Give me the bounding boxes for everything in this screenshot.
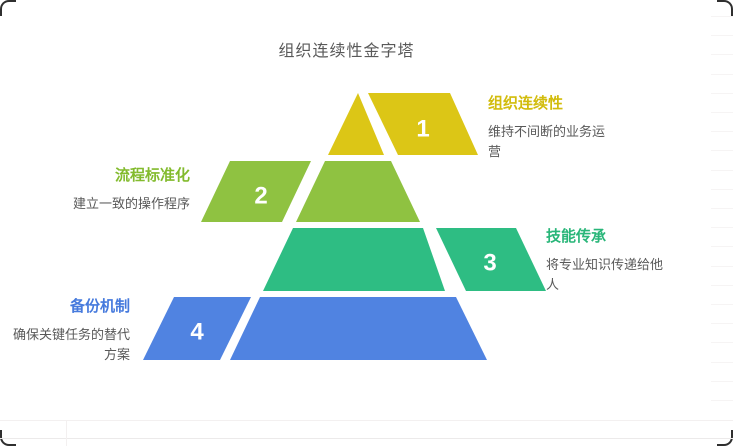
layer-2-label: 流程标准化 建立一致的操作程序 xyxy=(68,167,190,214)
cropped-table-row-line xyxy=(711,400,733,401)
layer-2-label-desc: 建立一致的操作程序 xyxy=(72,196,190,211)
layer-1-label-title: 组织连续性 xyxy=(488,95,564,112)
layer-4-label-desc: 确保关键任务的替代方案 xyxy=(12,327,130,362)
cropped-table-row-line xyxy=(711,35,733,36)
cropped-table-row-line xyxy=(711,362,733,363)
pyramid-layer-2-flyout xyxy=(201,161,311,222)
cropped-table-row-line xyxy=(711,170,733,171)
cropped-table-row-line xyxy=(711,285,733,286)
cropped-table-row-line xyxy=(711,74,733,75)
layer-3-number: 3 xyxy=(483,250,496,277)
layer-4-label: 备份机制 确保关键任务的替代方案 xyxy=(8,298,130,365)
layer-3-label-title: 技能传承 xyxy=(546,228,607,245)
pyramid-layer-3-segment xyxy=(263,228,445,291)
layer-3-label-desc: 将专业知识传递给他人 xyxy=(546,257,664,292)
pyramid-layer-4-flyout xyxy=(143,297,251,360)
cropped-table-row-line xyxy=(711,189,733,190)
page-title: 组织连续性金字塔 xyxy=(278,43,415,60)
cropped-table-row-line xyxy=(711,112,733,113)
pyramid-layer-4-segment xyxy=(230,297,487,360)
card-corner-top-right xyxy=(717,0,733,16)
cropped-table-row-line xyxy=(711,131,733,132)
cropped-table-row-line xyxy=(711,16,733,17)
cropped-table-row-line xyxy=(711,93,733,94)
cropped-table-row-line xyxy=(711,208,733,209)
layer-4-number: 4 xyxy=(190,319,204,346)
layer-2-label-title: 流程标准化 xyxy=(114,167,190,184)
layer-1-label: 组织连续性 维持不间断的业务运营 xyxy=(488,95,610,162)
layer-4-label-title: 备份机制 xyxy=(69,298,130,315)
cropped-table-row-line xyxy=(711,227,733,228)
cropped-table-row-line xyxy=(711,323,733,324)
cropped-table-line xyxy=(0,438,733,439)
layer-3-label: 技能传承 将专业知识传递给他人 xyxy=(546,228,668,295)
cropped-table-row-line xyxy=(711,150,733,151)
layer-1-label-desc: 维持不间断的业务运营 xyxy=(488,124,606,159)
cropped-table-row-line xyxy=(711,246,733,247)
pyramid-layer-3-flyout xyxy=(436,228,546,291)
cropped-table-row-line xyxy=(711,266,733,267)
layer-1-number: 1 xyxy=(416,116,429,143)
pyramid-layer-1-flyout xyxy=(368,93,478,155)
cropped-table-row-line xyxy=(711,304,733,305)
cropped-table-row-line xyxy=(711,381,733,382)
pyramid-layer-2-segment xyxy=(296,161,420,222)
cropped-table-row-line xyxy=(711,342,733,343)
cropped-table-line xyxy=(66,420,67,446)
layer-2-number: 2 xyxy=(254,183,267,210)
cropped-table-row-line xyxy=(711,54,733,55)
card-corner-top-left xyxy=(0,0,16,16)
cropped-table-line xyxy=(0,420,733,421)
pyramid-layer-1-segment xyxy=(328,93,384,155)
